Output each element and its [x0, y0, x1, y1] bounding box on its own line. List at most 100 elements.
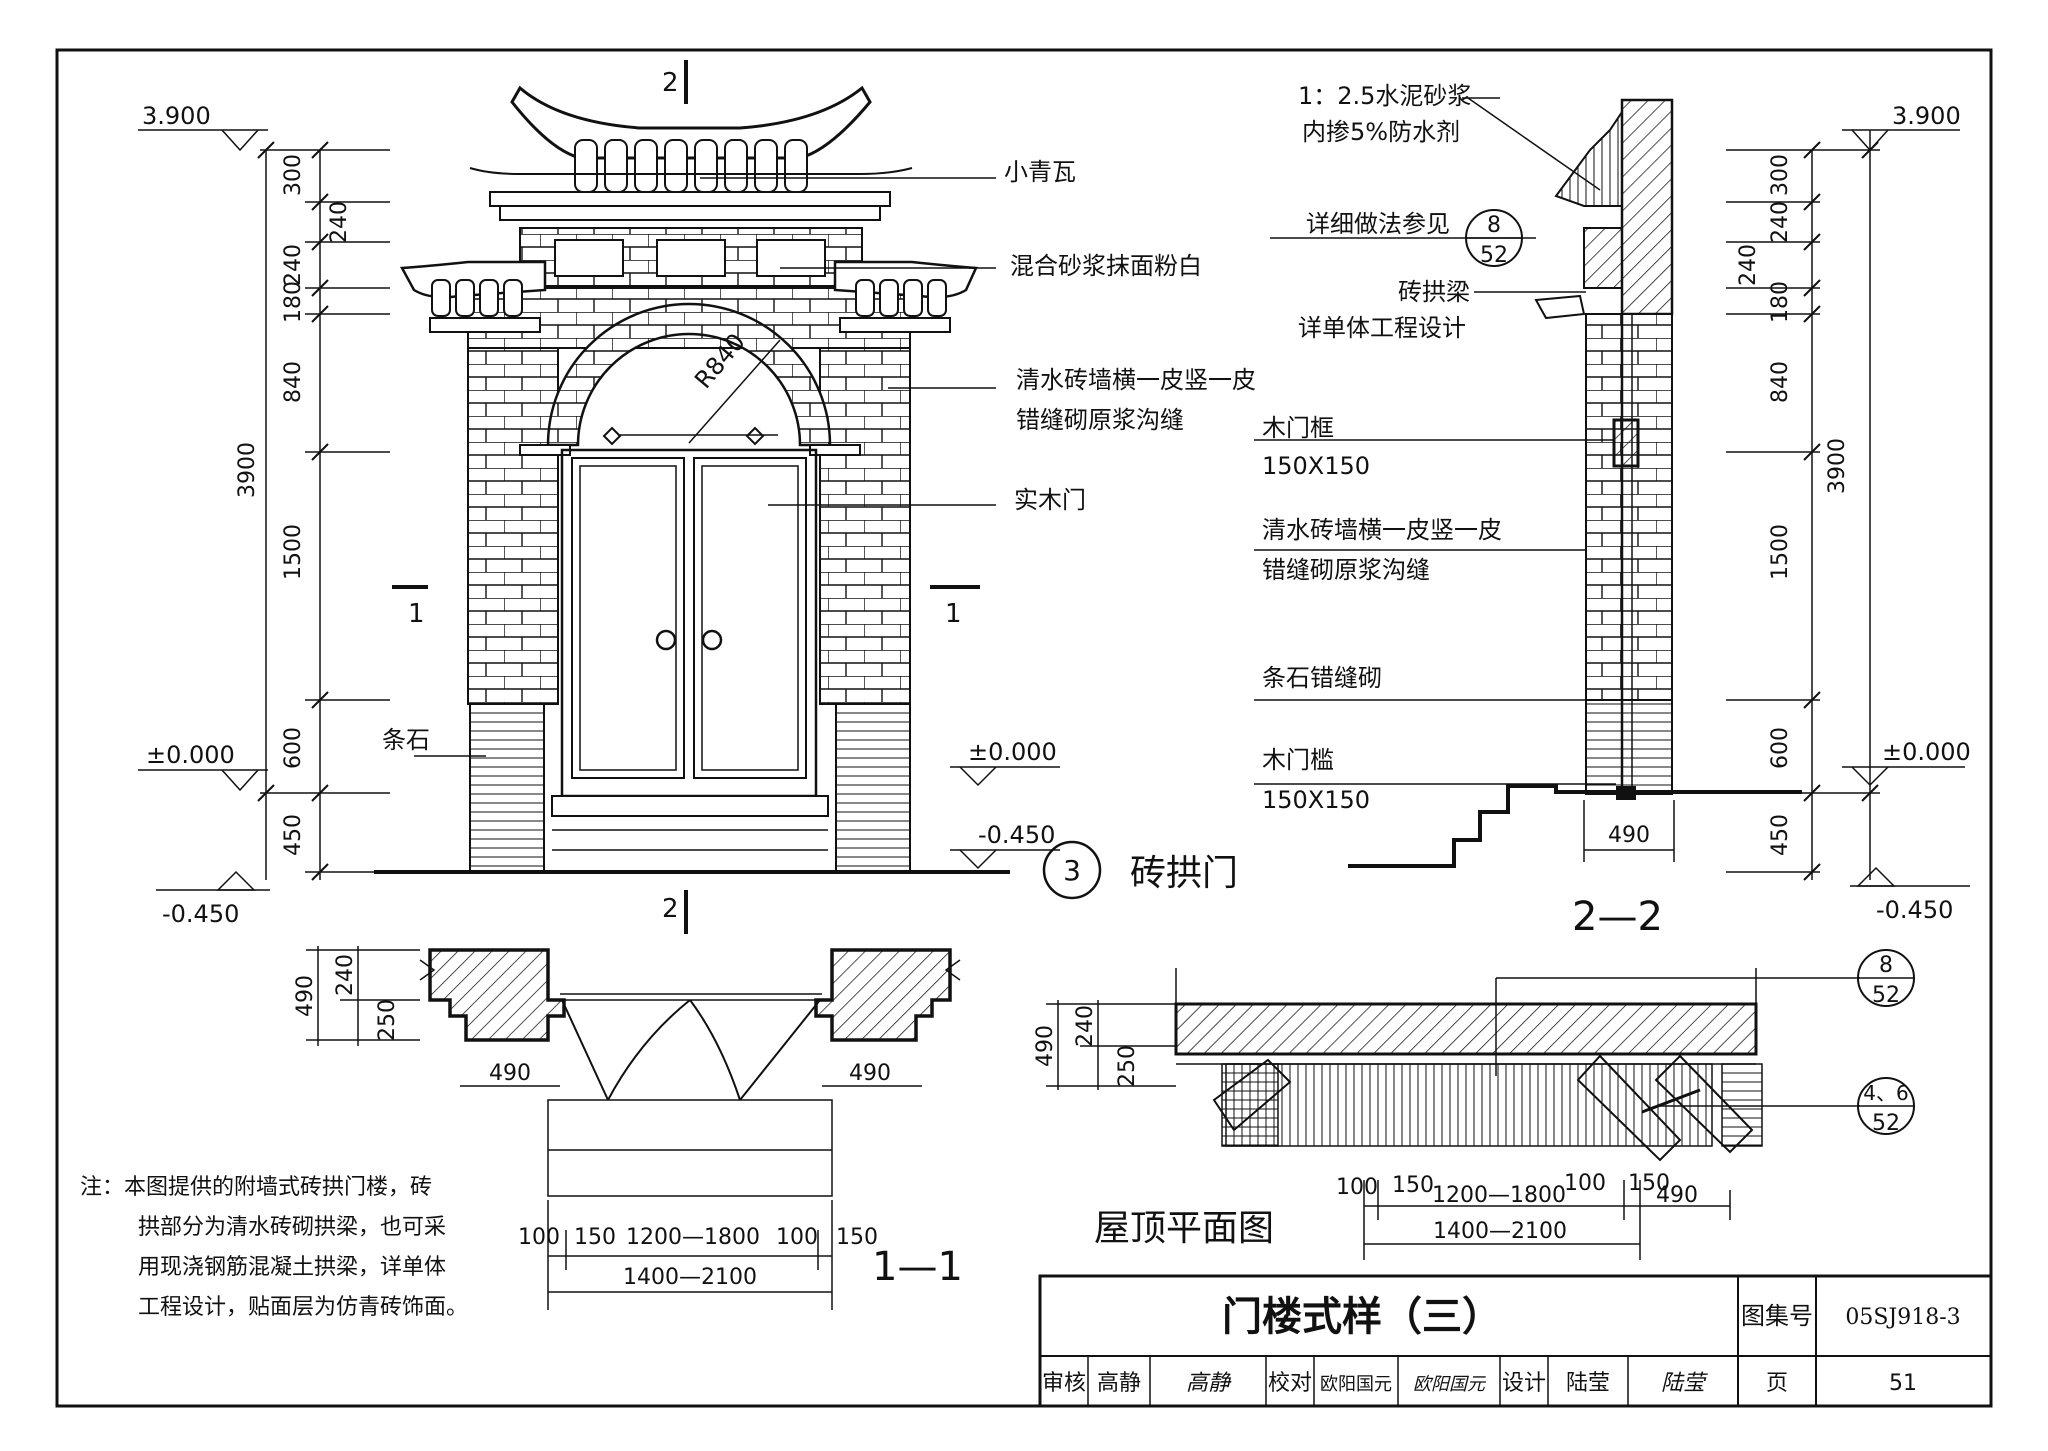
dim-180: 180 — [281, 281, 306, 323]
right-pier — [819, 341, 911, 705]
plan-dim-240: 240 — [333, 954, 358, 996]
sec-stone: 条石错缝砌 — [1262, 664, 1382, 692]
sheet-border — [55, 48, 1993, 1408]
left-door-knocker — [655, 629, 677, 651]
check-label: 校对 — [1268, 1371, 1312, 1396]
page-label: 页 — [1766, 1371, 1788, 1396]
elevation-title: 砖拱门 — [1130, 853, 1238, 894]
plan-dim-100a: 100 — [518, 1225, 560, 1250]
sec-ref-top: 8 — [1487, 213, 1501, 238]
section-door-frame — [1612, 418, 1640, 468]
dim-3900: 3900 — [235, 442, 260, 498]
dim-450: 450 — [281, 814, 306, 856]
review-label: 审核 — [1042, 1371, 1086, 1396]
roof-dim-250: 250 — [1115, 1045, 1140, 1087]
review-name: 高静 — [1097, 1371, 1141, 1396]
callout-door: 实木门 — [1014, 486, 1086, 514]
roof-ref2-top: 4、6 — [1863, 1081, 1908, 1105]
roof-plan: 490 240 250 8 52 4、6 52 100 150 1200—180… — [1033, 949, 1915, 1260]
page-number: 51 — [1889, 1371, 1917, 1396]
sec-dim-1500: 1500 — [1768, 524, 1793, 580]
plan-dim-150b: 150 — [836, 1225, 878, 1250]
roof-dim-490: 490 — [1033, 1025, 1058, 1067]
callout-tile: 小青瓦 — [1004, 158, 1076, 186]
design-name: 陆莹 — [1566, 1371, 1610, 1396]
check-signature: 欧阳国元 — [1413, 1374, 1487, 1395]
roof-dim-100b: 100 — [1564, 1171, 1606, 1196]
level-3900-left: 3.900 — [142, 102, 211, 130]
level-zero-mid: ±0.000 — [968, 738, 1057, 766]
roof-plan-tiles — [1225, 1063, 1713, 1147]
check-name: 欧阳国元 — [1320, 1374, 1392, 1395]
sec-level-minus: -0.450 — [1876, 896, 1953, 924]
section-2-2-title: 2—2 — [1572, 894, 1663, 940]
section-1-1-title: 1—1 — [872, 1244, 963, 1290]
sec-dim-240-a: 240 — [1768, 201, 1793, 243]
sec-dim-840: 840 — [1768, 361, 1793, 403]
roof-plan-title: 屋顶平面图 — [1094, 1208, 1274, 1249]
dim-600: 600 — [281, 727, 306, 769]
plan-dim-490-left: 490 — [489, 1061, 531, 1086]
sec-detail-ref: 详细做法参见 — [1306, 210, 1450, 238]
note-line-4: 工程设计，贴面层为仿青砖饰面。 — [138, 1295, 468, 1320]
sec-dim-300: 300 — [1768, 154, 1793, 196]
callout-plaster: 混合砂浆抹面粉白 — [1010, 252, 1202, 280]
roof-dim-100a: 100 — [1336, 1175, 1378, 1200]
sec-dim-600: 600 — [1768, 727, 1793, 769]
plan-dim-250: 250 — [375, 999, 400, 1041]
title-block-title: 门楼式样（三） — [1222, 1294, 1502, 1340]
sec-dim-240-b: 240 — [1736, 244, 1761, 286]
plan-dim-150a: 150 — [574, 1225, 616, 1250]
detail-number: 3 — [1063, 854, 1081, 887]
level-zero-left: ±0.000 — [146, 741, 235, 769]
sec-dim-180: 180 — [1768, 281, 1793, 323]
section-wall-brick — [1585, 313, 1673, 701]
front-elevation: 300 240 240 180 840 1500 600 450 3900 3.… — [138, 60, 1256, 934]
dim-840: 840 — [281, 361, 306, 403]
sec-dim-3900: 3900 — [1825, 438, 1850, 494]
roof-dim-range: 1200—1800 — [1432, 1183, 1566, 1208]
note-block: 注：本图提供的附墙式砖拱门楼，砖 拱部分为清水砖砌拱梁，也可采 用现浇钢筋混凝土… — [80, 1175, 468, 1320]
plan-dim-total: 1400—2100 — [623, 1265, 757, 1290]
note-line-3: 用现浇钢筋混凝土拱梁，详单体 — [138, 1255, 446, 1280]
plan-dim-range: 1200—1800 — [626, 1225, 760, 1250]
title-block: 门楼式样（三） 图集号 05SJ918-3 审核 高静 高静 校对 欧阳国元 欧… — [1038, 1274, 1993, 1408]
roof-ref-bottom: 52 — [1872, 983, 1900, 1008]
roof-dim-total: 1400—2100 — [1433, 1219, 1567, 1244]
top-roof — [510, 85, 872, 160]
dim-240-b: 240 — [281, 244, 306, 286]
atlas-number: 05SJ918-3 — [1845, 1305, 1960, 1330]
sec-ref-bottom: 52 — [1480, 243, 1508, 268]
plan-dim-100b: 100 — [776, 1225, 818, 1250]
roof-dim-150a: 150 — [1392, 1173, 1434, 1198]
dim-1500: 1500 — [281, 524, 306, 580]
callout-brick-wall-2: 错缝砌原浆沟缝 — [1016, 406, 1184, 434]
left-door-leaf — [571, 457, 685, 779]
sec-arch-beam-2: 详单体工程设计 — [1298, 314, 1466, 342]
sec-sill-size: 150X150 — [1262, 786, 1370, 814]
plan-left-wall — [428, 948, 566, 1042]
section-mark-1-right: 1 — [945, 599, 962, 629]
dim-240-a: 240 — [327, 201, 352, 243]
review-signature: 高静 — [1186, 1371, 1232, 1396]
sec-level-zero: ±0.000 — [1882, 738, 1971, 766]
sec-wall-1: 清水砖墙横一皮竖一皮 — [1262, 516, 1502, 544]
sec-wall-2: 错缝砌原浆沟缝 — [1262, 556, 1430, 584]
right-door-knocker — [701, 629, 723, 651]
plan-right-wall — [814, 948, 952, 1042]
note-line-2: 拱部分为清水砖砌拱梁，也可采 — [138, 1215, 446, 1240]
roof-ref2-bottom: 52 — [1872, 1111, 1900, 1136]
section-1-1: 490 240 250 490 490 100 150 1200—1800 10… — [293, 946, 963, 1310]
sec-frame: 木门框 — [1262, 414, 1334, 442]
design-signature: 陆莹 — [1661, 1371, 1708, 1396]
callout-stone: 条石 — [382, 726, 430, 754]
right-door-leaf — [693, 457, 807, 779]
section-2-2: 300 240 240 180 840 1500 600 450 3900 3.… — [1254, 82, 1971, 940]
section-mark-2-bottom: 2 — [662, 894, 679, 924]
roof-dim-150b: 150 — [1628, 1171, 1670, 1196]
roof-dim-490r: 490 — [1656, 1183, 1698, 1208]
brick-arch — [546, 302, 832, 447]
note-line-1: 注：本图提供的附墙式砖拱门楼，砖 — [80, 1175, 432, 1200]
plan-dim-490-right: 490 — [849, 1061, 891, 1086]
